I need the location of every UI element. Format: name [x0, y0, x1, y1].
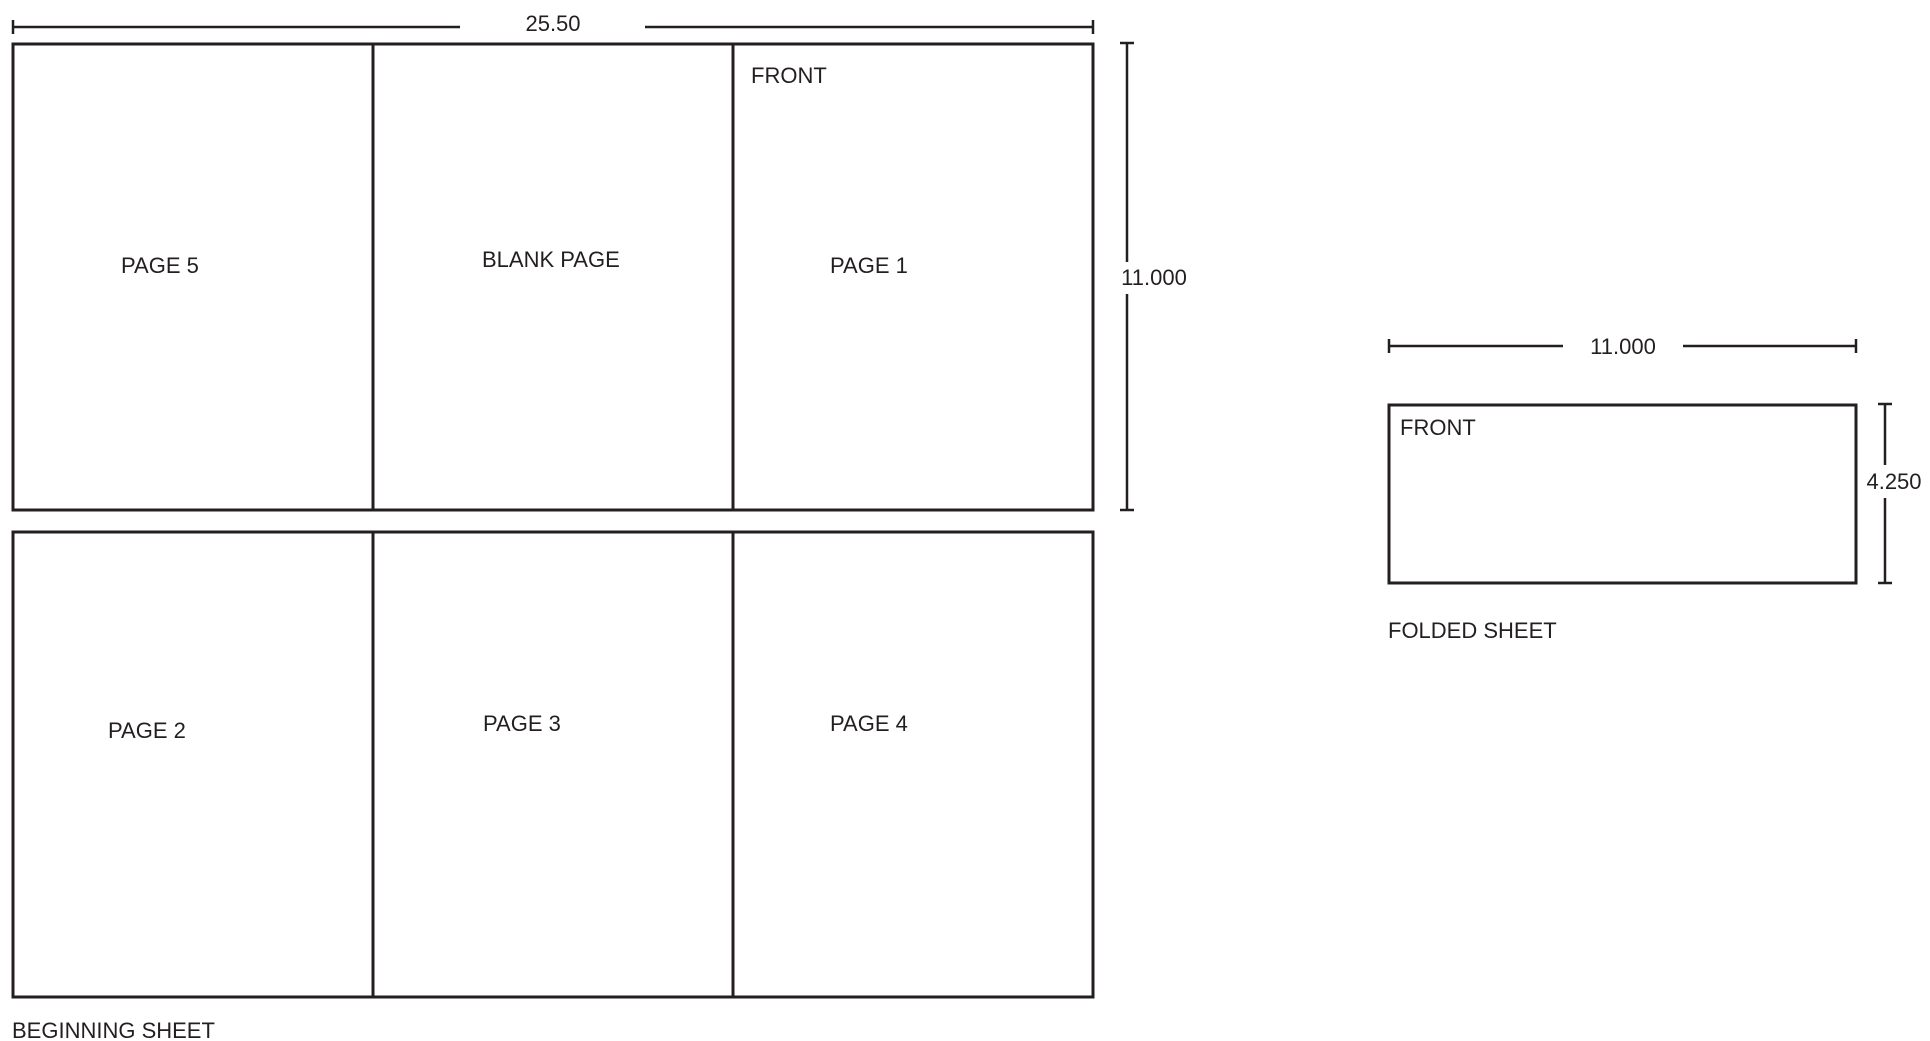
folded-sheet-caption: FOLDED SHEET	[1388, 618, 1557, 643]
top-row-border	[11, 42, 1095, 512]
page-4-label: PAGE 4	[830, 711, 908, 736]
beginning-height-dimension: 11.000	[1120, 41, 1187, 512]
page-5-label: PAGE 5	[121, 253, 199, 278]
page-1-label: PAGE 1	[830, 253, 908, 278]
folded-front-label: FRONT	[1400, 415, 1476, 440]
page-2-label: PAGE 2	[108, 718, 186, 743]
beginning-width-dimension: 25.50	[11, 11, 1095, 36]
folded-width-value: 11.000	[1590, 334, 1656, 359]
blank-page-label: BLANK PAGE	[482, 247, 620, 272]
beginning-sheet: 25.50 11.000 PAGE 5 BLANK PAGE PAGE 1 FR…	[11, 11, 1187, 1041]
beginning-sheet-caption: BEGINNING SHEET	[12, 1018, 215, 1041]
folded-width-dimension: 11.000	[1387, 334, 1858, 359]
beginning-height-value: 11.000	[1121, 265, 1187, 290]
page-3-label: PAGE 3	[483, 711, 561, 736]
beginning-top-row: PAGE 5 BLANK PAGE PAGE 1 FRONT	[11, 42, 1095, 512]
folded-sheet-border	[1387, 403, 1858, 585]
beginning-bottom-row: PAGE 2 PAGE 3 PAGE 4	[11, 530, 1095, 999]
folded-sheet: 11.000 4.250 FRONT FOLDED SHEET	[1387, 334, 1922, 643]
bottom-row-border	[11, 530, 1095, 999]
folded-height-value: 4.250	[1866, 469, 1921, 494]
beginning-width-value: 25.50	[525, 11, 580, 36]
folded-height-dimension: 4.250	[1866, 402, 1922, 585]
beginning-front-label: FRONT	[751, 63, 827, 88]
